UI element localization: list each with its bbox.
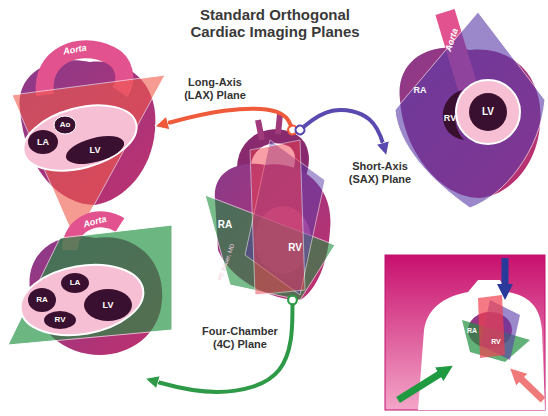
chamber-label: RA [218, 220, 232, 230]
long-axis-plane [478, 295, 505, 358]
heart-view: AortaRA LA RV LV [5, 210, 172, 380]
diagram-title: Standard Orthogonal Cardiac Imaging Plan… [180, 6, 370, 41]
heart-view: AortaRA RV LV [385, 10, 545, 200]
chamber-label: Aorta [444, 27, 460, 52]
plane-arrow [150, 300, 292, 392]
chamber-label: RA [414, 86, 427, 95]
long-axis-plane [250, 140, 305, 295]
view-arrow [398, 370, 446, 400]
left-ventricle [469, 93, 507, 131]
chamber-label: Aorta [82, 215, 107, 230]
chamber-label: LV [482, 107, 494, 117]
chamber-label: RV [444, 114, 456, 123]
myocardium-ring [456, 80, 520, 144]
right-atrium [28, 288, 56, 312]
vessel-branch [258, 114, 280, 140]
plane-label: Four-Chamber (4C) Plane [196, 325, 284, 350]
chamber-label: RV [55, 316, 66, 324]
heart-view: AortaAoLA LV [5, 40, 160, 215]
torso [418, 280, 545, 410]
plane-label: Short-Axis (SAX) Plane [343, 160, 417, 185]
aortic-root [54, 116, 76, 134]
heart-section [16, 94, 144, 182]
short-axis-plane [395, 12, 545, 208]
chamber-label: Aorta [63, 44, 88, 57]
chamber-label: LV [103, 301, 114, 310]
plane-label: Long-Axis (LAX) Plane [178, 76, 252, 101]
view-arrow [516, 374, 543, 400]
left-ventricle [63, 131, 127, 170]
heart-section [15, 256, 149, 344]
chamber-label: RA [467, 327, 477, 334]
plane-arrow [300, 110, 385, 151]
inset-panel [385, 255, 545, 410]
chamber-label: LA [37, 138, 49, 147]
right-ventricle [44, 311, 76, 329]
plane-arrow [160, 109, 293, 130]
four-chamber-plane [8, 225, 172, 345]
chamber-label: Ao [60, 121, 71, 129]
view-arrow [502, 258, 509, 292]
chamber-label: RV [491, 338, 501, 345]
artist-signature: RE Bauer, MD [217, 243, 236, 281]
chamber-label: LA [70, 279, 81, 287]
left-ventricle [84, 289, 132, 321]
chamber-label: RA [36, 296, 48, 304]
short-axis-plane [245, 140, 325, 295]
chamber-label: LV [90, 146, 101, 155]
right-ventricle [443, 90, 464, 140]
chamber-label: RV [288, 243, 302, 253]
left-atrium [61, 273, 89, 293]
left-atrium [28, 130, 58, 154]
